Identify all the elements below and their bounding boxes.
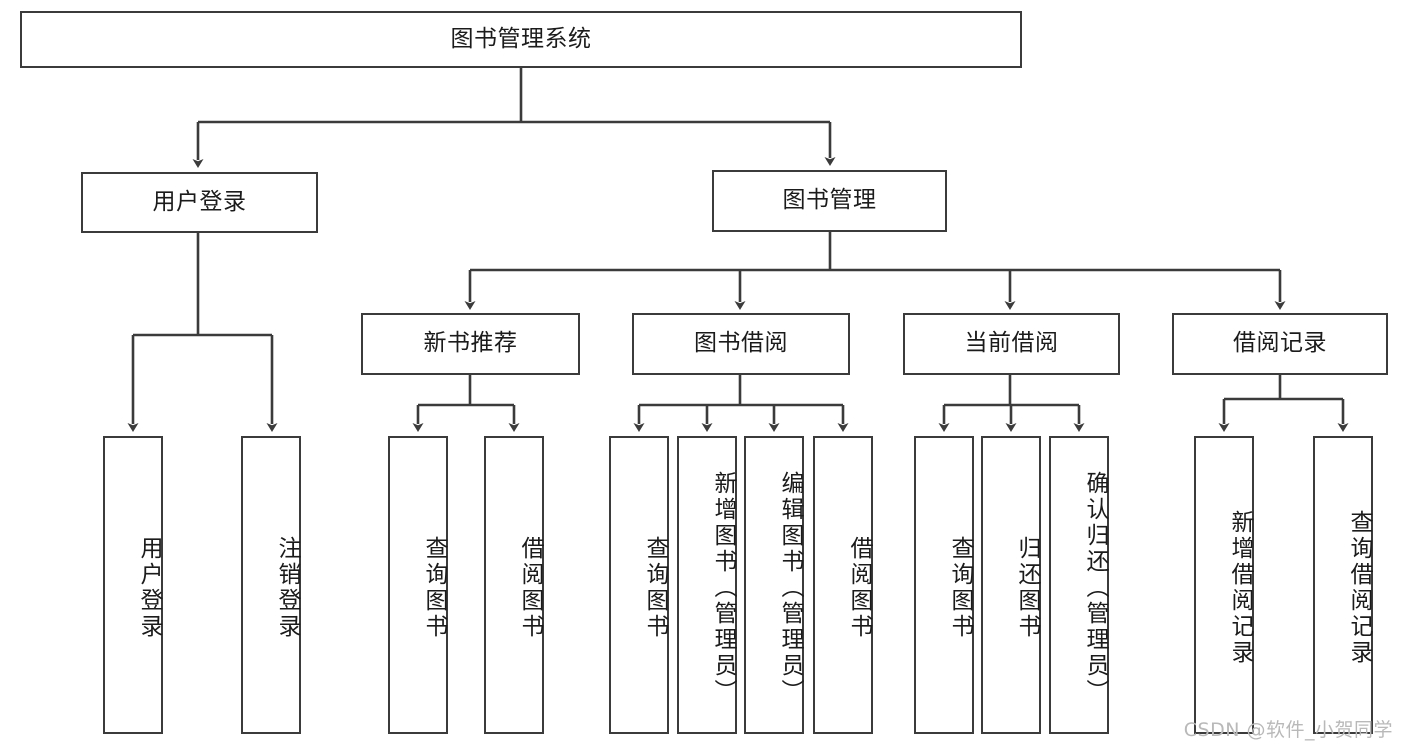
node-leaf-borrow-book-1[interactable]: 借阅图书 <box>484 436 544 734</box>
node-leaf-edit-book-label: 编辑图书（管理员） <box>777 471 803 705</box>
node-root-label: 图书管理系统 <box>450 25 592 52</box>
node-root-title[interactable]: 图书管理系统 <box>20 11 1022 68</box>
node-leaf-borrow-book-2[interactable]: 借阅图书 <box>813 436 873 734</box>
node-borrow-record[interactable]: 借阅记录 <box>1172 313 1388 375</box>
node-leaf-add-book-label: 新增图书（管理员） <box>710 471 736 705</box>
node-leaf-add-record-label: 新增借阅记录 <box>1227 510 1253 666</box>
node-leaf-query-record[interactable]: 查询借阅记录 <box>1313 436 1373 734</box>
watermark-text: CSDN @软件_小贺同学 <box>1183 719 1393 741</box>
node-leaf-query-book-3[interactable]: 查询图书 <box>914 436 974 734</box>
node-leaf-add-record[interactable]: 新增借阅记录 <box>1194 436 1254 734</box>
node-leaf-add-book[interactable]: 新增图书（管理员） <box>677 436 737 734</box>
node-leaf-query-book-2-label: 查询图书 <box>642 536 668 640</box>
node-leaf-query-book-3-label: 查询图书 <box>947 536 973 640</box>
node-leaf-user-logout-label: 注销登录 <box>274 536 300 640</box>
node-book-manage[interactable]: 图书管理 <box>712 170 947 232</box>
node-new-book-recommend-label: 新书推荐 <box>423 330 518 357</box>
node-leaf-user-logout[interactable]: 注销登录 <box>241 436 301 734</box>
node-new-book-recommend[interactable]: 新书推荐 <box>361 313 580 375</box>
node-current-borrow[interactable]: 当前借阅 <box>903 313 1120 375</box>
node-book-borrow-label: 图书借阅 <box>694 330 788 357</box>
node-current-borrow-label: 当前借阅 <box>964 330 1059 357</box>
node-leaf-borrow-book-2-label: 借阅图书 <box>846 536 872 640</box>
node-user-login[interactable]: 用户登录 <box>81 172 318 233</box>
node-leaf-edit-book[interactable]: 编辑图书（管理员） <box>744 436 804 734</box>
node-leaf-user-login-label: 用户登录 <box>136 536 162 640</box>
node-leaf-confirm-return[interactable]: 确认归还（管理员） <box>1049 436 1109 734</box>
node-book-borrow[interactable]: 图书借阅 <box>632 313 850 375</box>
node-borrow-record-label: 借阅记录 <box>1233 330 1327 357</box>
node-leaf-return-book-label: 归还图书 <box>1014 536 1040 640</box>
node-leaf-return-book[interactable]: 归还图书 <box>981 436 1041 734</box>
node-leaf-query-book-1[interactable]: 查询图书 <box>388 436 448 734</box>
node-leaf-query-book-2[interactable]: 查询图书 <box>609 436 669 734</box>
node-leaf-query-book-1-label: 查询图书 <box>421 536 447 640</box>
node-leaf-borrow-book-1-label: 借阅图书 <box>517 536 543 640</box>
node-leaf-user-login[interactable]: 用户登录 <box>103 436 163 734</box>
node-user-login-label: 用户登录 <box>152 188 247 215</box>
node-leaf-confirm-return-label: 确认归还（管理员） <box>1082 471 1108 705</box>
node-book-manage-label: 图书管理 <box>782 187 877 214</box>
node-leaf-query-record-label: 查询借阅记录 <box>1346 510 1372 666</box>
